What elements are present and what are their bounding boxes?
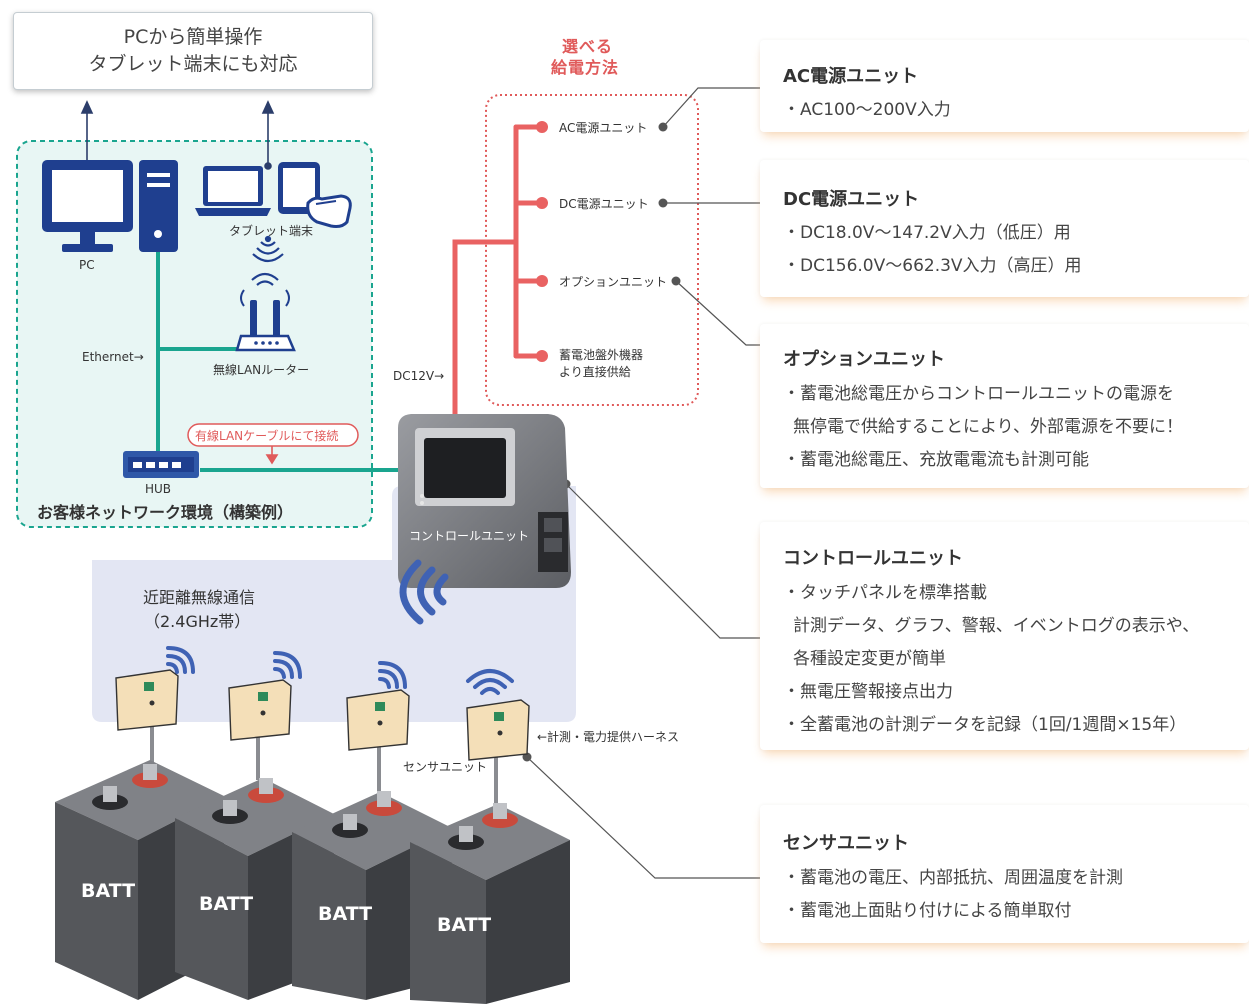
tablet-label: タブレット端末	[229, 224, 314, 238]
wired-lan-note-arrow	[265, 446, 279, 465]
card-ac-power-unit: AC電源ユニット ・AC100〜200V入力	[760, 40, 1249, 132]
option-dc-power-unit: DC電源ユニット	[559, 197, 649, 211]
power-options-box	[485, 94, 699, 406]
hand-icon	[306, 194, 352, 228]
pc-monitor-icon	[42, 160, 133, 252]
card-title: オプションユニット	[783, 349, 945, 370]
tablet-wifi-icon	[252, 235, 284, 263]
option-ac-power-unit: AC電源ユニット	[559, 121, 648, 135]
card-line: ・全蓄電池の計測データを記録（1回/1週間×15年）	[783, 715, 1187, 735]
card-line: ・DC18.0V〜147.2V入力（低圧）用	[783, 223, 1071, 243]
pc-operation-line1: PCから簡単操作	[123, 26, 263, 48]
option-direct-supply-line2: より直接供給	[559, 365, 631, 379]
card-line: ・蓄電池の電圧、内部抵抗、周囲温度を計測	[783, 868, 1123, 888]
card-line: ・AC100〜200V入力	[783, 100, 951, 120]
router-icon	[235, 272, 296, 352]
card-title: AC電源ユニット	[783, 66, 919, 87]
battery-4	[410, 803, 570, 1004]
card-line: ・タッチパネルを標準搭載	[783, 583, 987, 603]
card-line: 各種設定変更が簡単	[793, 649, 946, 669]
hub-icon	[123, 451, 199, 478]
option-option-unit: オプションユニット	[559, 275, 668, 289]
wireless-label-line1: 近距離無線通信	[143, 588, 256, 607]
power-lines	[452, 124, 543, 421]
wireless-label-line2: （2.4GHz帯）	[144, 612, 251, 631]
wired-lan-note: 有線LANケーブルにて接続	[195, 429, 339, 443]
sensor-unit-label: センサユニット	[403, 760, 488, 774]
power-option-dots	[536, 121, 548, 362]
ethernet-lines	[156, 252, 398, 472]
laptop-icon	[195, 166, 271, 216]
sensor-units	[115, 669, 530, 805]
sensor-wifi-icons	[166, 646, 514, 695]
batteries	[55, 760, 570, 1004]
power-options-heading-line2: 給電方法	[551, 58, 620, 77]
battery-label: BATT	[437, 914, 492, 936]
wireless-icon	[399, 559, 449, 625]
wired-lan-note-pill	[187, 423, 359, 447]
card-line: ・無電圧警報接点出力	[783, 682, 953, 702]
card-option-unit: オプションユニット ・蓄電池総電圧からコントロールユニットの電源を 無停電で供給…	[760, 324, 1249, 488]
ethernet-label: Ethernet→	[82, 350, 144, 364]
pc-operation-line2: タブレット端末にも対応	[88, 53, 298, 75]
card-title: コントロールユニット	[783, 548, 963, 569]
pc-label: PC	[79, 258, 95, 272]
card-title: センサユニット	[783, 833, 909, 854]
router-label: 無線LANルーター	[213, 363, 310, 377]
card-line: 計測データ、グラフ、警報、イベントログの表示や、	[793, 616, 1200, 636]
card-title: DC電源ユニット	[783, 189, 920, 210]
card-line: ・蓄電池総電圧からコントロールユニットの電源を	[783, 384, 1174, 404]
battery-label: BATT	[318, 903, 373, 925]
harness-label: ←計測・電力提供ハーネス	[537, 730, 680, 744]
control-unit-device	[398, 414, 571, 588]
pc-operation-box: PCから簡単操作 タブレット端末にも対応	[13, 12, 373, 90]
card-sensor-unit: センサユニット ・蓄電池の電圧、内部抵抗、周囲温度を計測 ・蓄電池上面貼り付けに…	[760, 805, 1249, 943]
card-line: 無停電で供給することにより、外部電源を不要に！	[793, 417, 1183, 437]
network-environment-title: お客様ネットワーク環境（構築例）	[37, 503, 294, 522]
pc-tower-icon	[139, 160, 178, 252]
tablet-arrow	[261, 100, 275, 170]
card-line: ・蓄電池上面貼り付けによる簡単取付	[783, 901, 1072, 921]
hub-label: HUB	[145, 482, 172, 496]
battery-label: BATT	[81, 880, 136, 902]
option-direct-supply-line1: 蓄電池盤外機器	[559, 348, 644, 362]
control-unit-label: コントロールユニット	[409, 529, 530, 543]
card-line: ・蓄電池総電圧、充放電電流も計測可能	[783, 450, 1089, 470]
battery-label: BATT	[199, 893, 254, 915]
leader-lines	[526, 87, 760, 879]
card-line: ・DC156.0V〜662.3V入力（高圧）用	[783, 256, 1082, 276]
power-options-heading-line1: 選べる	[562, 37, 614, 56]
card-dc-power-unit: DC電源ユニット ・DC18.0V〜147.2V入力（低圧）用 ・DC156.0…	[760, 160, 1249, 297]
card-control-unit: コントロールユニット ・タッチパネルを標準搭載 計測データ、グラフ、警報、イベン…	[760, 522, 1249, 750]
dc12v-label: DC12V→	[393, 369, 445, 383]
